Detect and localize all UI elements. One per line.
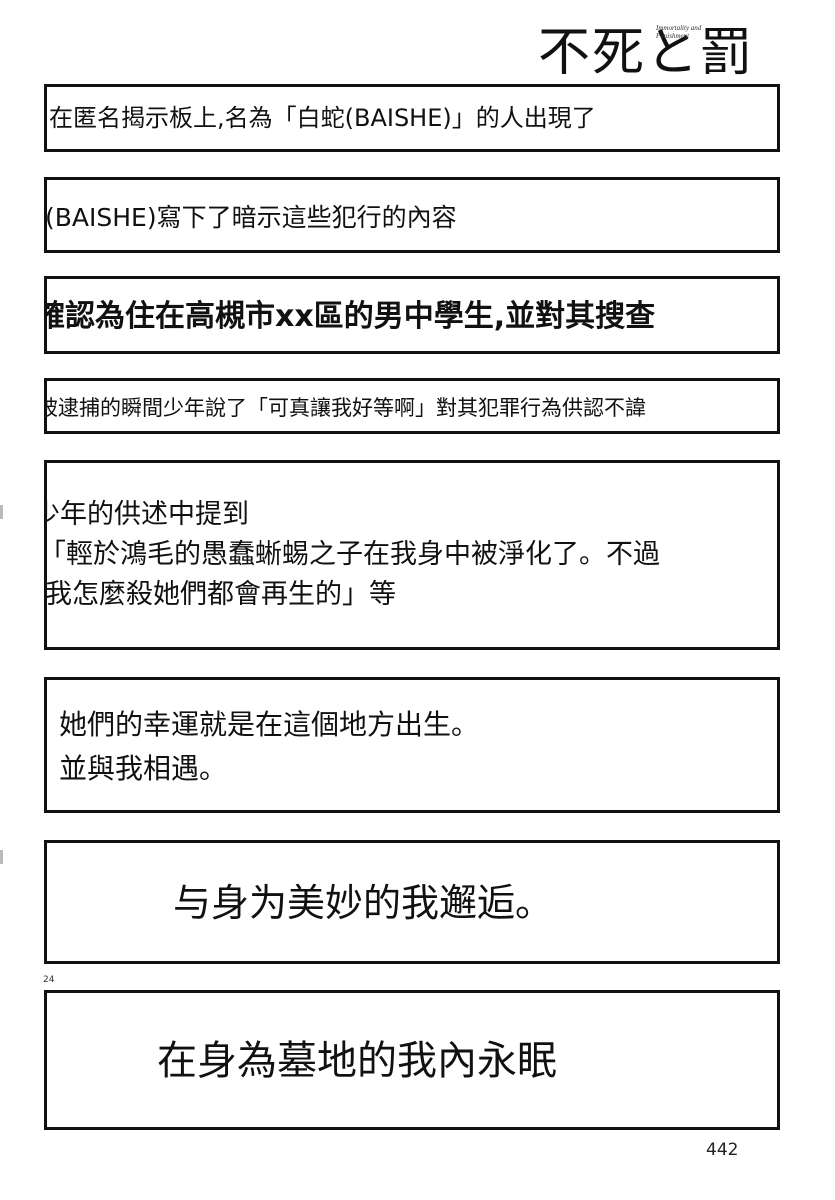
caption-text: 被逮捕的瞬間少年說了「可真讓我好等啊」對其犯罪行為供認不諱 (44, 396, 646, 420)
caption-panel-5: 少年的供述中提到 「輕於鴻毛的愚蠢蜥蜴之子在我身中被淨化了。不過 我怎麼殺她們都… (44, 460, 780, 650)
page-number: 442 (706, 1140, 739, 1160)
caption-panel-8: 在身為墓地的我內永眠 (44, 990, 780, 1130)
caption-panel-6: 她們的幸運就是在這個地方出生。 並與我相遇。 (44, 677, 780, 813)
caption-text: 確認為住在高槻市xx區的男中學生,並對其搜查 (44, 299, 656, 334)
caption-panel-1: 在匿名揭示板上,名為「白蛇(BAISHE)」的人出現了 (44, 84, 780, 152)
caption-panel-3: 確認為住在高槻市xx區的男中學生,並對其搜查 (44, 276, 780, 354)
page-marker: 24 (43, 975, 55, 985)
caption-text: 在匿名揭示板上,名為「白蛇(BAISHE)」的人出現了 (49, 104, 596, 132)
caption-line: 並與我相遇。 (59, 752, 228, 785)
bleed-mark (0, 505, 3, 519)
caption-line: 少年的供述中提到 (44, 499, 249, 530)
series-logo: 不死と罰 Immortality and Punishment (538, 18, 788, 92)
caption-panel-7: 与身为美妙的我邂逅。 (44, 840, 780, 964)
caption-panel-4: 被逮捕的瞬間少年說了「可真讓我好等啊」對其犯罪行為供認不諱 (44, 378, 780, 434)
caption-text: 在身為墓地的我內永眠 (157, 1038, 557, 1084)
caption-line: 我怎麼殺她們都會再生的」等 (45, 579, 396, 610)
caption-text: 与身为美妙的我邂逅。 (173, 881, 554, 925)
caption-line: 她們的幸運就是在這個地方出生。 (59, 708, 480, 741)
logo-subtitle: Immortality and Punishment (656, 24, 702, 40)
bleed-mark (0, 850, 3, 864)
caption-text: (BAISHE)寫下了暗示這些犯行的內容 (45, 203, 457, 232)
caption-panel-2: (BAISHE)寫下了暗示這些犯行的內容 (44, 177, 780, 253)
caption-line: 「輕於鴻毛的愚蠢蜥蜴之子在我身中被淨化了。不過 (44, 539, 660, 570)
logo-title: 不死と罰 (538, 23, 755, 83)
